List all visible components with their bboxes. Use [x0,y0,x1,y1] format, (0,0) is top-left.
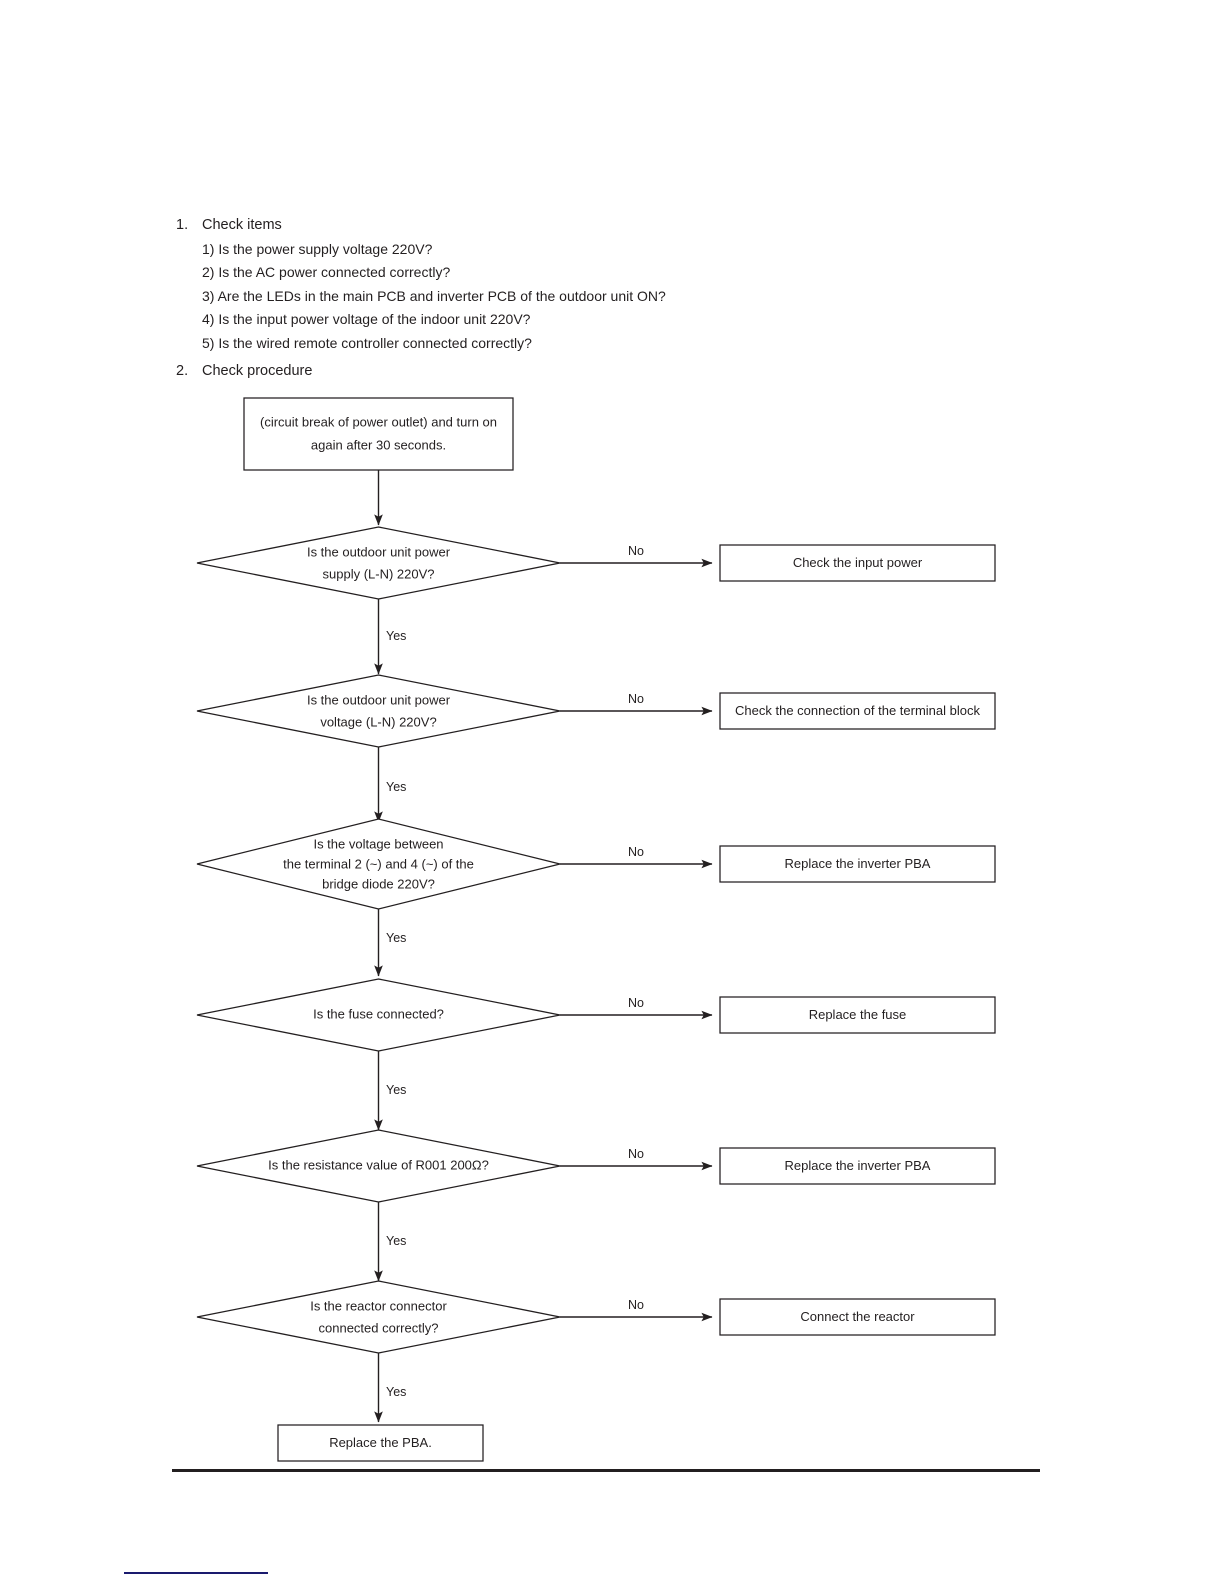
decision-4-line1: Is the fuse connected? [313,1006,444,1021]
action-2-text: Check the connection of the terminal blo… [735,703,980,718]
decision-3-line1: Is the voltage between [313,836,443,851]
footer-rule [124,1572,268,1574]
action-3-text: Replace the inverter PBA [785,856,931,871]
action-4-text: Replace the fuse [809,1007,907,1022]
check-items-section: 1. Check items 1) Is the power supply vo… [176,214,1076,384]
branch-label-yes-1: Yes [386,629,406,643]
decision-6-line2: connected correctly? [319,1320,439,1335]
decision-node-4: Is the fuse connected? [196,978,561,1052]
branch-label-yes-5: Yes [386,1234,406,1248]
branch-label-yes-4: Yes [386,1083,406,1097]
check-item-3-text: 3) Are the LEDs in the main PCB and inve… [202,287,666,304]
branch-label-no-2: No [628,692,644,706]
flow-start-line2: again after 30 seconds. [311,437,446,452]
decision-node-2: Is the outdoor unit power voltage (L-N) … [196,674,561,748]
action-box-5: Replace the inverter PBA [719,1147,996,1185]
section-number: 1. [176,217,189,233]
page-bottom-rule [172,1469,1040,1472]
section-heading-check-items: 1. Check items [176,214,1076,238]
flow-end-text: Replace the PBA. [329,1435,432,1450]
action-box-3: Replace the inverter PBA [719,845,996,883]
check-item-3: 3) Are the LEDs in the main PCB and inve… [176,285,1076,309]
branch-label-yes-3: Yes [386,931,406,945]
check-item-4: 4) Is the input power voltage of the ind… [176,308,1076,332]
decision-1-line1: Is the outdoor unit power [307,544,451,559]
action-box-4: Replace the fuse [719,996,996,1034]
check-procedure-flowchart: (circuit break of power outlet) and turn… [0,385,1224,1475]
branch-label-no-5: No [628,1147,644,1161]
action-box-1: Check the input power [719,544,996,582]
decision-6-line1: Is the reactor connector [310,1298,447,1313]
branch-label-no-4: No [628,996,644,1010]
section-title-2: Check procedure [202,363,313,379]
check-item-5: 5) Is the wired remote controller connec… [176,332,1076,356]
action-5-text: Replace the inverter PBA [785,1158,931,1173]
decision-2-line1: Is the outdoor unit power [307,692,451,707]
branch-label-yes-6: Yes [386,1385,406,1399]
section-title: Check items [202,217,282,233]
branch-label-no-1: No [628,544,644,558]
branch-label-no-3: No [628,845,644,859]
check-item-1-text: 1) Is the power supply voltage 220V? [202,240,433,257]
flow-start-line1: (circuit break of power outlet) and turn… [260,414,497,429]
decision-node-6: Is the reactor connector connected corre… [196,1280,561,1354]
check-item-4-text: 4) Is the input power voltage of the ind… [202,311,531,327]
decision-2-line2: voltage (L-N) 220V? [320,714,436,729]
section-heading-check-procedure: 2. Check procedure [176,360,1076,384]
section-number-2: 2. [176,363,189,379]
flow-end-box: Replace the PBA. [277,1424,484,1462]
check-item-1: 1) Is the power supply voltage 220V? [176,238,1076,262]
action-6-text: Connect the reactor [800,1309,915,1324]
action-1-text: Check the input power [793,555,923,570]
check-item-5-text: 5) Is the wired remote controller connec… [202,334,532,351]
check-item-2-text: 2) Is the AC power connected correctly? [202,264,451,280]
decision-3-line2: the terminal 2 (~) and 4 (~) of the [283,856,474,871]
flow-start-box: (circuit break of power outlet) and turn… [243,397,514,471]
decision-3-line3: bridge diode 220V? [322,876,435,891]
action-box-2: Check the connection of the terminal blo… [719,692,996,730]
decision-5-line1: Is the resistance value of R001 200Ω? [268,1157,489,1172]
decision-node-3: Is the voltage between the terminal 2 (~… [196,818,561,910]
decision-node-1: Is the outdoor unit power supply (L-N) 2… [196,526,561,600]
decision-node-5: Is the resistance value of R001 200Ω? [196,1129,561,1203]
branch-label-yes-2: Yes [386,780,406,794]
check-item-2: 2) Is the AC power connected correctly? [176,261,1076,285]
action-box-6: Connect the reactor [719,1298,996,1336]
decision-1-line2: supply (L-N) 220V? [323,566,435,581]
branch-label-no-6: No [628,1298,644,1312]
